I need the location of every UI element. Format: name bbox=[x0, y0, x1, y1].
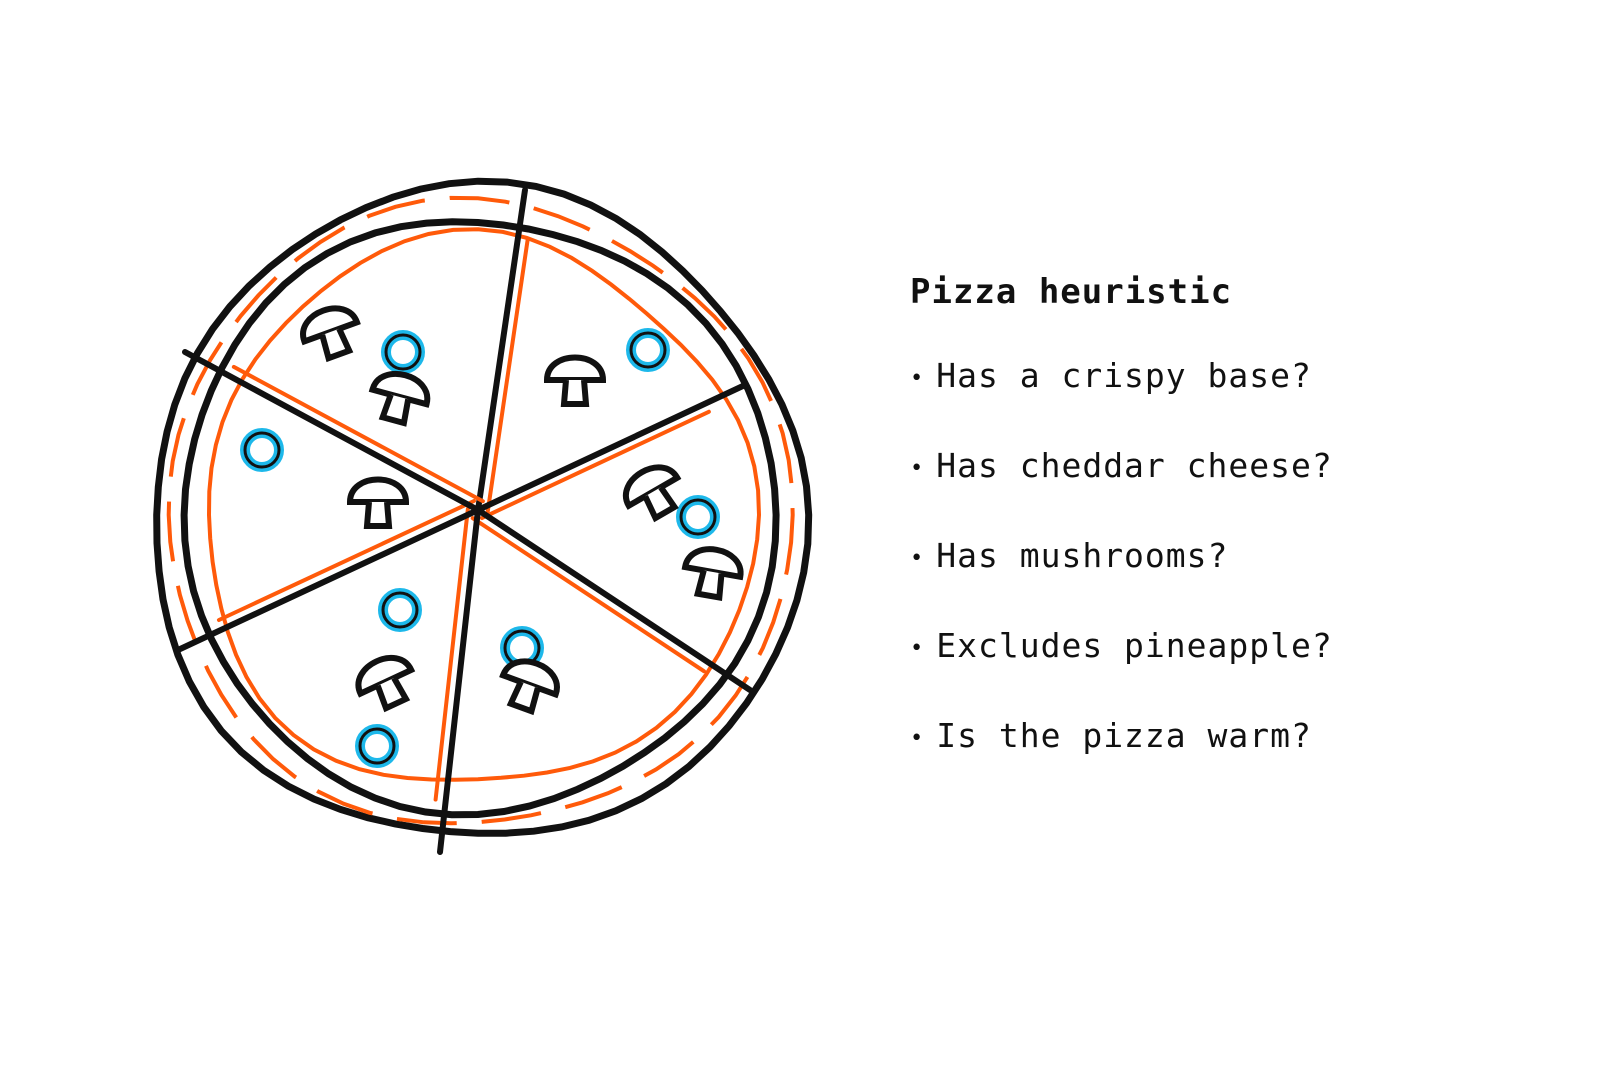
olive-outline bbox=[679, 498, 717, 536]
bullet: • bbox=[910, 456, 925, 481]
mushroom-cap bbox=[681, 546, 744, 581]
olive-outline bbox=[381, 591, 419, 629]
heuristic-title: Pizza heuristic bbox=[910, 272, 1233, 312]
heuristic-item-label: Is the pizza warm? bbox=[936, 716, 1312, 755]
mushroom-icon bbox=[355, 655, 416, 713]
slice-sauce-line bbox=[479, 409, 711, 521]
bullet: • bbox=[910, 546, 925, 571]
mushroom-icon bbox=[543, 354, 607, 407]
heuristic-item: • Is the pizza warm? bbox=[910, 716, 1333, 806]
olive-outline bbox=[358, 727, 396, 765]
heuristic-item-label: Has a crispy base? bbox=[936, 356, 1312, 395]
mushroom-stem bbox=[560, 379, 590, 407]
mushroom-icon bbox=[499, 658, 560, 716]
slice-sauce-line bbox=[485, 237, 530, 514]
heuristic-item: • Has cheddar cheese? bbox=[910, 446, 1333, 536]
mushroom-icon bbox=[623, 464, 682, 523]
heuristic-item-label: Has mushrooms? bbox=[936, 536, 1229, 575]
slice-sauce-line bbox=[470, 516, 706, 674]
heuristic-item: • Has a crispy base? bbox=[910, 356, 1333, 446]
mushroom-icon bbox=[368, 370, 431, 427]
slice-sauce-line bbox=[216, 499, 476, 622]
olive-outline bbox=[384, 333, 422, 371]
slice-cut-line bbox=[475, 187, 528, 513]
crust-sauce-rim bbox=[166, 195, 795, 826]
mushroom-stem bbox=[363, 501, 393, 529]
slice-cut-line bbox=[475, 507, 753, 693]
slice-cut-line bbox=[437, 507, 481, 855]
mushroom-cap bbox=[623, 464, 682, 510]
olive-outline bbox=[243, 431, 281, 469]
bullet: • bbox=[910, 726, 925, 751]
bullet: • bbox=[910, 366, 925, 391]
mushroom-cap bbox=[355, 655, 416, 698]
heuristic-item: • Excludes pineapple? bbox=[910, 626, 1333, 716]
mushroom-cap bbox=[346, 476, 410, 505]
mushroom-icon bbox=[681, 546, 744, 602]
heuristic-item-label: Has cheddar cheese? bbox=[936, 446, 1333, 485]
slice-cut-line bbox=[175, 507, 481, 653]
slice-sauce-line bbox=[231, 364, 485, 504]
heuristic-item-label: Excludes pineapple? bbox=[936, 626, 1333, 665]
mushroom-stem bbox=[319, 327, 354, 363]
slice-cut-line bbox=[475, 382, 748, 513]
mushroom-cap bbox=[368, 370, 431, 408]
bullet: • bbox=[910, 636, 925, 661]
mushroom-icon bbox=[300, 305, 361, 363]
mushroom-cap bbox=[543, 354, 607, 383]
mushroom-stem bbox=[374, 676, 411, 713]
mushroom-icon bbox=[346, 476, 410, 529]
mushroom-stem bbox=[642, 485, 679, 523]
heuristic-item: • Has mushrooms? bbox=[910, 536, 1333, 626]
mushroom-cap bbox=[300, 305, 361, 346]
crust-inner-edge bbox=[180, 218, 780, 819]
heuristic-panel: Pizza heuristic • Has a crispy base? • Has… bbox=[910, 272, 1333, 806]
mushroom-stem bbox=[693, 569, 725, 602]
slice-cut-line bbox=[182, 349, 481, 513]
mushroom-stem bbox=[506, 680, 541, 716]
sauce-edge bbox=[206, 227, 762, 782]
slice-sauce-line bbox=[433, 506, 470, 802]
mushroom-cap bbox=[499, 658, 560, 699]
mushroom-stem bbox=[378, 393, 412, 427]
olive-outline bbox=[629, 331, 667, 369]
